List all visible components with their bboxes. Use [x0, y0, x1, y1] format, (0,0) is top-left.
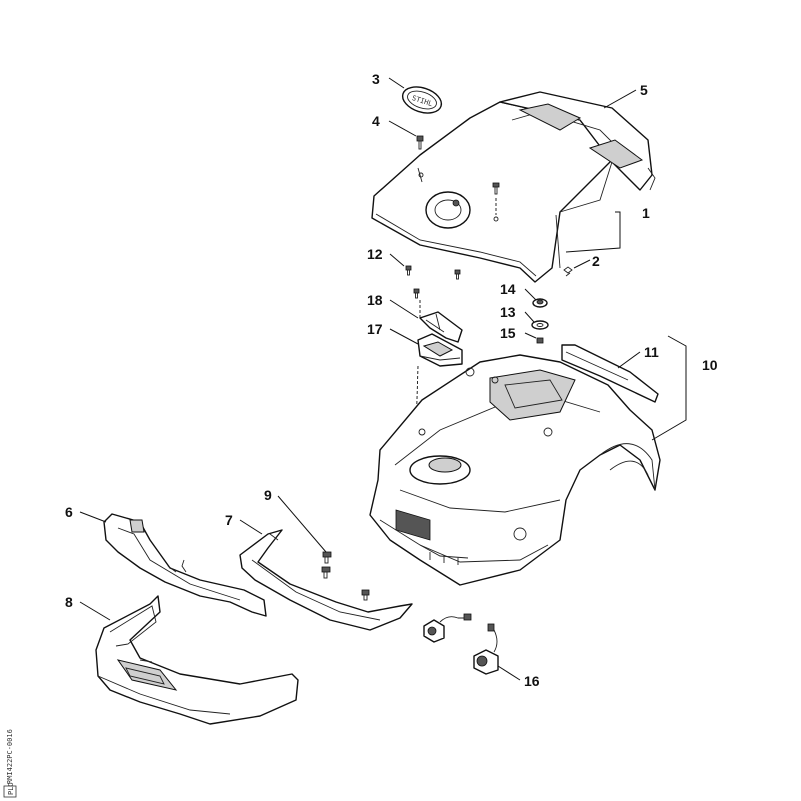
washer-13	[531, 320, 549, 330]
corner-mark: PLO	[3, 782, 17, 798]
screw-top-right	[492, 182, 500, 195]
callout-9: 9	[264, 487, 272, 503]
callout-6: 6	[65, 504, 73, 520]
callout-2: 2	[592, 253, 600, 269]
callout-12: 12	[367, 246, 383, 262]
callout-13: 13	[500, 304, 516, 320]
callout-16: 16	[524, 673, 540, 689]
callout-11: 11	[644, 344, 659, 360]
callout-3: 3	[372, 71, 380, 87]
callout-17: 17	[367, 321, 383, 337]
rear-handle-trim	[499, 91, 656, 191]
callout-labels: 3 4 5 1 2 12 14 18 13 17 15 11 10 9 6 7 …	[65, 71, 718, 689]
connector-16b	[473, 623, 499, 675]
callout-8: 8	[65, 594, 73, 610]
callout-5: 5	[640, 82, 648, 98]
logo-badge: STIHL	[401, 86, 443, 114]
front-bumper-8	[95, 595, 299, 725]
bracket-17	[417, 333, 463, 367]
callout-14: 14	[500, 281, 516, 297]
bracket-18	[419, 311, 463, 343]
front-trim-7	[239, 529, 413, 631]
callout-1: 1	[642, 205, 650, 221]
screw-4	[416, 135, 424, 150]
screw-15	[536, 337, 544, 344]
connector-16a	[423, 613, 472, 643]
callout-15: 15	[500, 325, 516, 341]
screw-12a	[405, 265, 412, 276]
trim-strip-11	[561, 344, 659, 403]
screws-9	[321, 551, 370, 601]
callout-4: 4	[372, 113, 380, 129]
drawing-code: RMI422PC-0016	[6, 729, 14, 784]
screw-12b	[454, 269, 461, 280]
chassis-body	[369, 354, 661, 586]
spring-clip-2	[563, 266, 573, 277]
side-bracket-6	[103, 513, 267, 617]
corner-mark-text: PLO	[7, 782, 15, 795]
callout-7: 7	[225, 512, 233, 528]
screw-12c	[413, 288, 420, 299]
washer-14	[532, 298, 548, 308]
top-cover	[371, 101, 613, 283]
callout-18: 18	[367, 292, 383, 308]
leader-lines	[79, 77, 687, 681]
callout-10: 10	[702, 357, 718, 373]
